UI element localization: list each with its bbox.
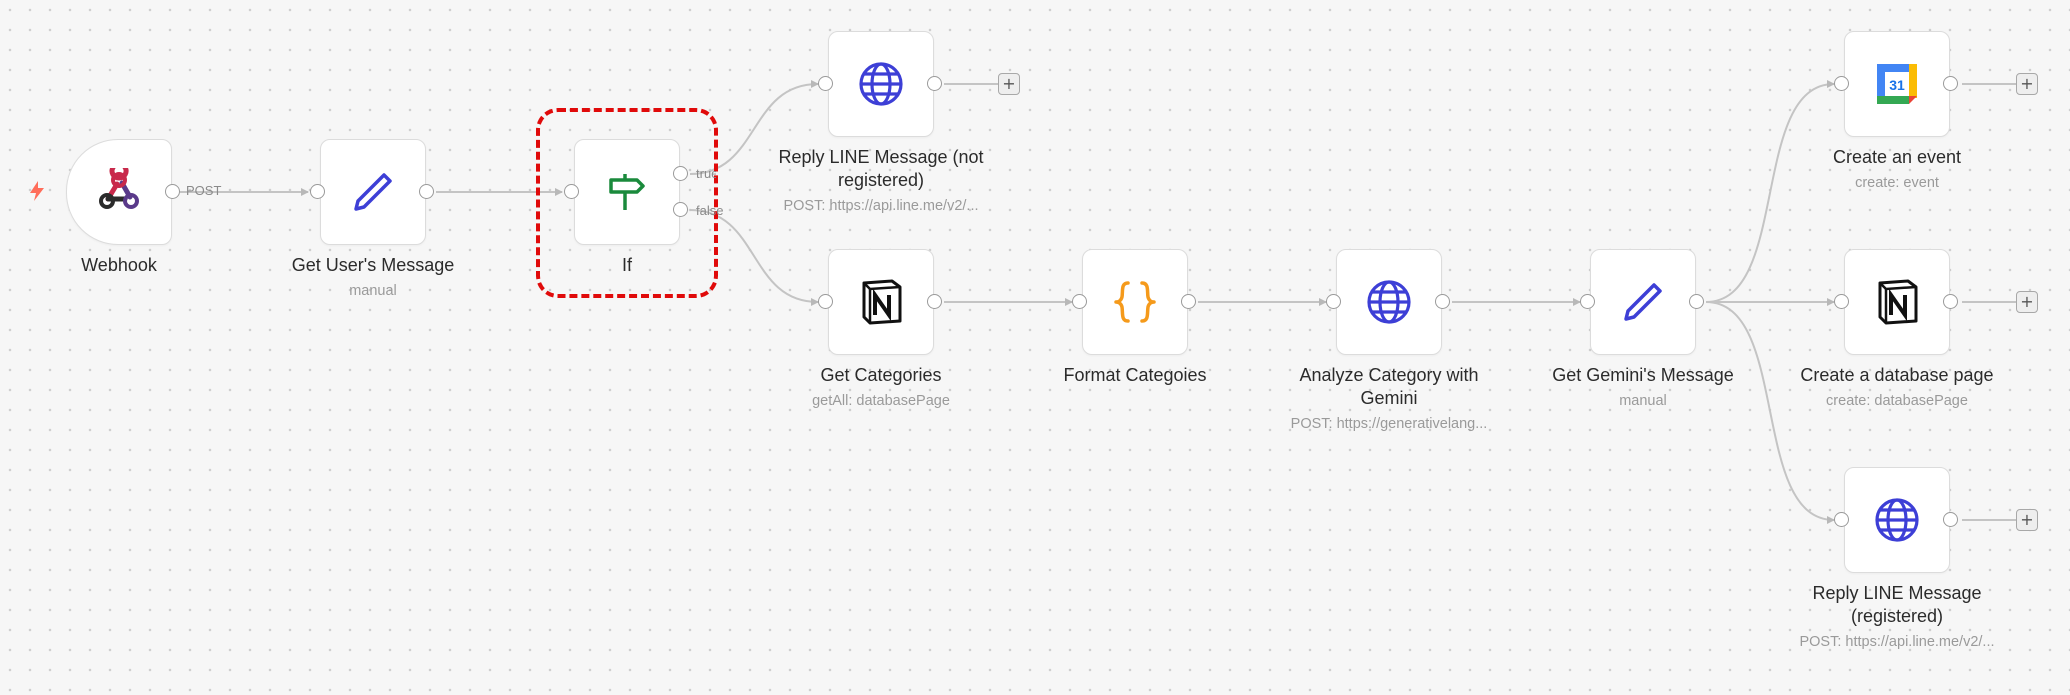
node-get-users-message[interactable] <box>320 139 426 245</box>
true-branch-label: true <box>696 167 716 181</box>
node-subtitle: POST: https://generativelang... <box>1290 416 1488 432</box>
calendar-day: 31 <box>1889 77 1905 93</box>
lightning-bolt-icon <box>30 181 44 201</box>
output-handle[interactable] <box>927 294 942 309</box>
node-label-line1: Reply LINE Message (not <box>778 147 984 167</box>
node-label-line2: (registered) <box>1850 606 1944 626</box>
input-handle[interactable] <box>818 294 833 309</box>
notion-icon <box>862 279 902 325</box>
node-label-line1: Analyze Category with <box>1299 365 1479 385</box>
false-branch-label: false <box>696 203 724 218</box>
google-calendar-icon: 31 <box>1877 64 1917 104</box>
node-label-line1: Reply LINE Message <box>1812 583 1982 603</box>
node-label: Get Categories <box>820 365 942 385</box>
node-label: Webhook <box>81 255 157 275</box>
node-label: Format Categoies <box>1063 365 1207 385</box>
false-output-handle[interactable] <box>673 202 688 217</box>
input-handle[interactable] <box>1834 76 1849 91</box>
node-analyze-category[interactable] <box>1336 249 1442 355</box>
node-reply-line-not-registered[interactable] <box>828 31 934 137</box>
wire-gemini-to-reply-registered <box>1705 301 1835 524</box>
node-create-database-page[interactable] <box>1844 249 1950 355</box>
node-subtitle: POST: https://api.line.me/v2/... <box>1799 634 1995 650</box>
signpost-icon <box>609 174 645 210</box>
node-label-line2: Gemini <box>1360 388 1418 408</box>
output-handle[interactable] <box>927 76 942 91</box>
add-node-button[interactable]: + <box>2016 73 2038 95</box>
globe-icon <box>859 62 903 106</box>
output-handle[interactable] <box>1689 294 1704 309</box>
output-handle[interactable] <box>1181 294 1196 309</box>
node-label: Get Gemini's Message <box>1552 365 1734 385</box>
node-label: If <box>621 255 632 275</box>
input-handle[interactable] <box>1580 294 1595 309</box>
output-handle[interactable] <box>1943 76 1958 91</box>
output-handle[interactable] <box>1943 294 1958 309</box>
input-handle[interactable] <box>564 184 579 199</box>
globe-icon <box>1875 498 1919 542</box>
notion-icon <box>1878 279 1918 325</box>
add-node-button[interactable]: + <box>998 73 1020 95</box>
output-handle[interactable] <box>165 184 180 199</box>
node-subtitle: create: databasePage <box>1826 393 1968 409</box>
node-reply-line-registered[interactable] <box>1844 467 1950 573</box>
node-label-line2: registered) <box>837 170 925 190</box>
node-webhook[interactable] <box>66 139 172 245</box>
output-handle[interactable] <box>1435 294 1450 309</box>
wire-if-true-to-reply <box>689 80 819 175</box>
highlight-box <box>536 108 718 298</box>
add-node-button[interactable]: + <box>2016 291 2038 313</box>
pencil-icon <box>1624 283 1662 321</box>
wire-if-false-to-categories <box>689 209 819 306</box>
node-subtitle: manual <box>1619 393 1667 409</box>
node-create-event[interactable]: 31 <box>1844 31 1950 137</box>
braces-icon <box>1114 281 1156 323</box>
true-output-handle[interactable] <box>673 166 688 181</box>
output-handle[interactable] <box>1943 512 1958 527</box>
input-handle[interactable] <box>1834 294 1849 309</box>
node-get-geminis-message[interactable] <box>1590 249 1696 355</box>
input-handle[interactable] <box>1326 294 1341 309</box>
node-format-categories[interactable] <box>1082 249 1188 355</box>
node-get-categories[interactable] <box>828 249 934 355</box>
input-handle[interactable] <box>1834 512 1849 527</box>
pencil-icon <box>354 173 392 211</box>
node-subtitle: create: event <box>1855 175 1939 191</box>
output-handle[interactable] <box>419 184 434 199</box>
node-label: Create an event <box>1832 147 1962 167</box>
node-subtitle: POST: https://api.line.me/v2/... <box>783 198 979 214</box>
node-subtitle: getAll: databasePage <box>812 393 950 409</box>
webhook-output-label: POST <box>186 183 222 198</box>
input-handle[interactable] <box>1072 294 1087 309</box>
input-handle[interactable] <box>818 76 833 91</box>
node-if[interactable] <box>574 139 680 245</box>
globe-icon <box>1367 280 1411 324</box>
wire-gemini-to-event <box>1705 80 1835 303</box>
node-subtitle: manual <box>349 283 397 299</box>
node-label: Create a database page <box>1800 365 1994 385</box>
webhook-icon <box>99 168 139 209</box>
add-node-button[interactable]: + <box>2016 509 2038 531</box>
node-label: Get User's Message <box>291 255 455 275</box>
input-handle[interactable] <box>310 184 325 199</box>
